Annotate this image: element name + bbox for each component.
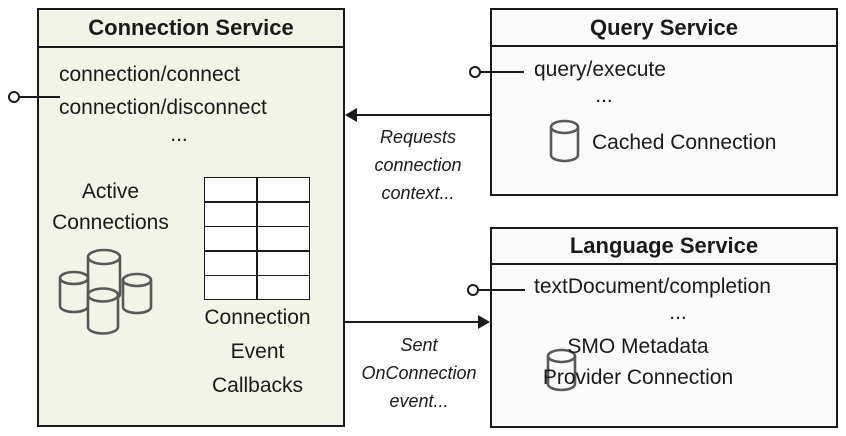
sent-arrow-line bbox=[345, 321, 479, 323]
table-cell bbox=[205, 251, 257, 275]
lollipop-interface-line bbox=[478, 289, 525, 291]
database-cylinder-icon bbox=[549, 119, 580, 163]
method-connection-connect: connection/connect bbox=[59, 63, 240, 86]
table-cell bbox=[257, 202, 309, 226]
method-connection-disconnect: connection/disconnect bbox=[59, 96, 267, 119]
provider-label-line2: Provider Connection bbox=[542, 366, 734, 389]
requests-arrow-line bbox=[354, 114, 490, 116]
table-cell bbox=[257, 178, 309, 201]
connection-event-callbacks-label: Connection Event Callbacks bbox=[204, 306, 311, 397]
query-service-methods: query/execute ... bbox=[534, 54, 674, 107]
sent-onconnection-event-label: Sent OnConnection event... bbox=[361, 335, 477, 411]
arrowhead-left-icon bbox=[345, 108, 357, 122]
table-cell bbox=[205, 202, 257, 226]
lollipop-interface-line bbox=[480, 71, 524, 73]
method-query-execute: query/execute bbox=[534, 58, 666, 81]
database-cylinder-icon bbox=[546, 348, 577, 392]
database-cylinder-cluster-icon bbox=[58, 248, 153, 335]
table-cell bbox=[257, 227, 309, 250]
connection-service-methods: connection/connect connection/disconnect… bbox=[59, 58, 299, 146]
table-cell bbox=[257, 251, 309, 275]
lollipop-interface-line bbox=[19, 96, 60, 98]
connection-service-box: Connection Service connection/connect co… bbox=[37, 8, 345, 427]
more-methods-ellipsis: ... bbox=[669, 301, 687, 324]
language-service-title: Language Service bbox=[492, 229, 836, 265]
connection-event-callbacks-table bbox=[204, 177, 310, 300]
more-methods-ellipsis: ... bbox=[595, 84, 613, 107]
arrowhead-right-icon bbox=[478, 315, 490, 329]
method-textdocument-completion: textDocument/completion bbox=[534, 275, 771, 298]
connection-service-title: Connection Service bbox=[39, 10, 343, 48]
table-cell bbox=[205, 178, 257, 201]
table-cell bbox=[205, 276, 257, 299]
language-service-methods: textDocument/completion ... bbox=[534, 271, 822, 324]
smo-metadata-provider-connection-label: SMO Metadata Provider Connection bbox=[528, 331, 748, 393]
table-cell bbox=[257, 276, 309, 299]
query-service-box: Query Service query/execute ... Cached C… bbox=[490, 8, 838, 196]
query-service-title: Query Service bbox=[492, 10, 836, 47]
language-service-box: Language Service textDocument/completion… bbox=[490, 227, 838, 428]
requests-connection-context-label: Requests connection context... bbox=[374, 127, 462, 203]
table-cell bbox=[205, 227, 257, 250]
active-connections-label: Active Connections bbox=[52, 180, 169, 234]
provider-label-line1: SMO Metadata bbox=[567, 335, 709, 358]
cached-connection-label: Cached Connection bbox=[592, 131, 777, 154]
more-methods-ellipsis: ... bbox=[170, 123, 188, 146]
